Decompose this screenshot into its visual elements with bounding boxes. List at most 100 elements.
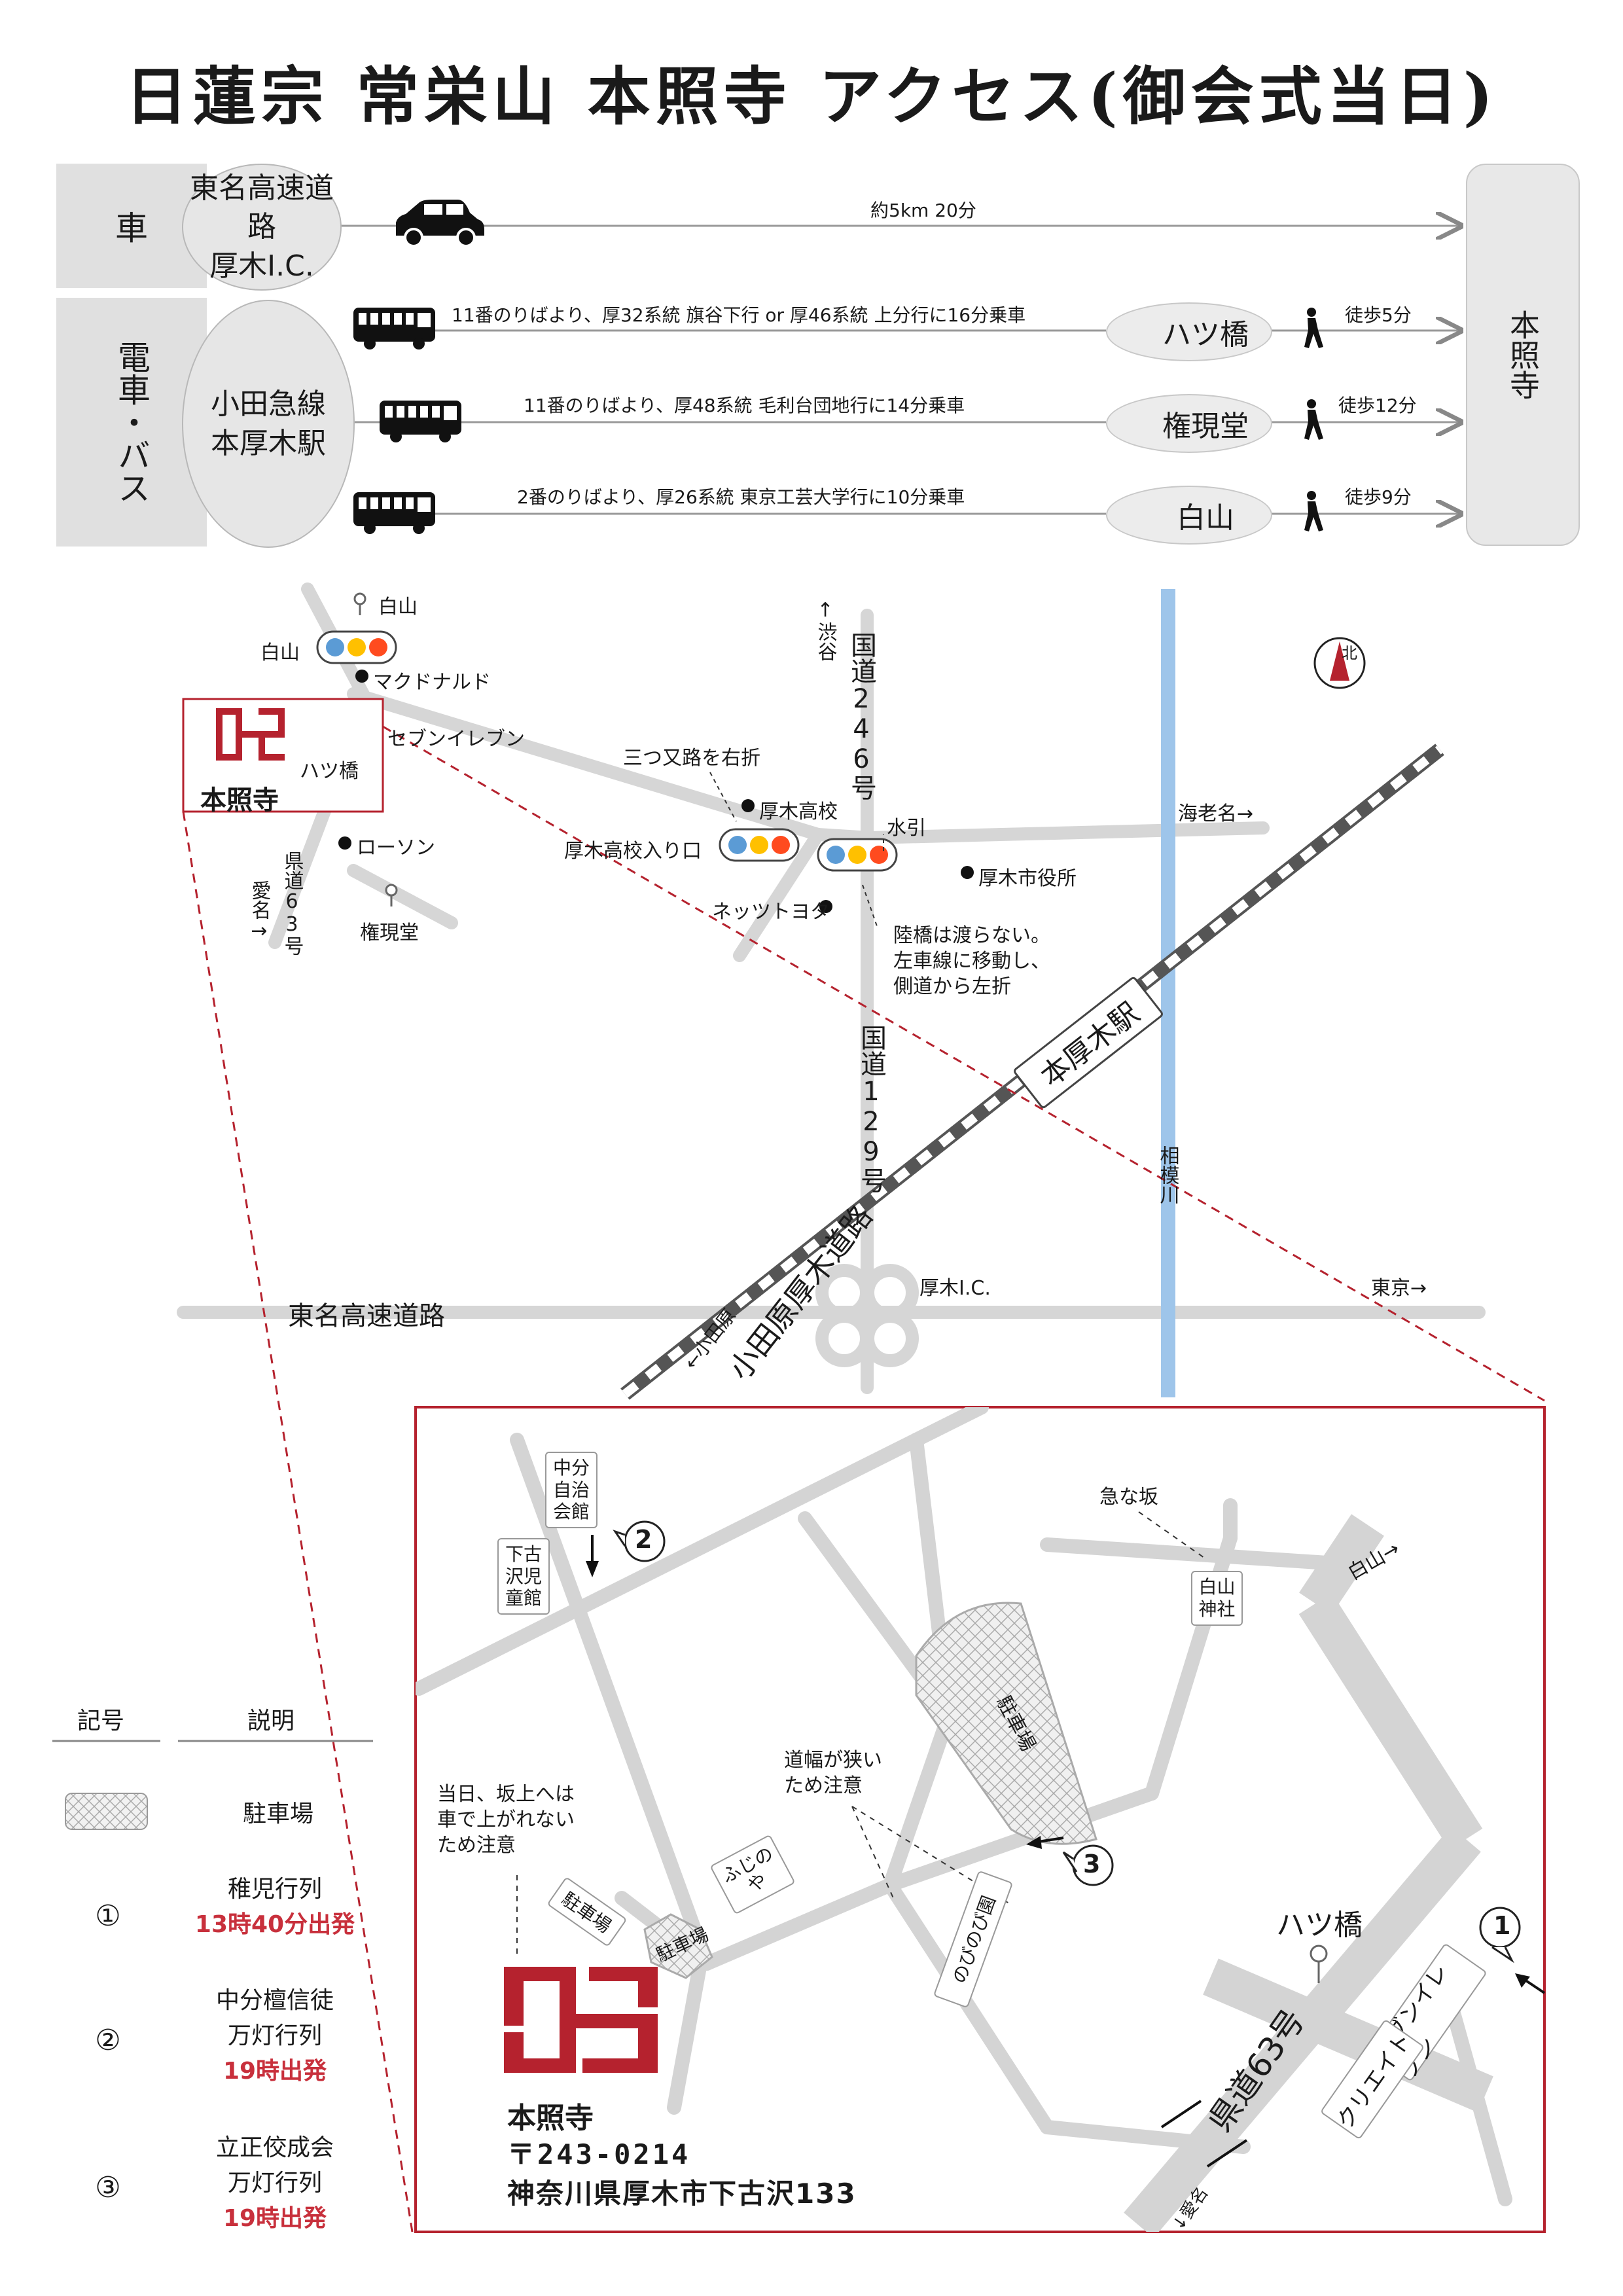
detail-shimofurusawa: 下古沢児童館 bbox=[497, 1538, 550, 1615]
map-hakusan-signal: 白山 bbox=[260, 641, 300, 664]
bus-stop-hatsubashi: ハツ橋 bbox=[1106, 302, 1272, 361]
car-origin: 東名高速道路厚木I.C. bbox=[182, 164, 342, 291]
map-mitsumata: 三つ又路を右折 bbox=[623, 747, 760, 770]
manji-small-icon bbox=[216, 708, 285, 761]
detail-temple-name: 本照寺 bbox=[507, 2102, 594, 2135]
map-ebina: 海老名→ bbox=[1178, 802, 1254, 825]
legend-procession-2: 中分檀信徒 万灯行列 19時出発 bbox=[177, 1983, 373, 2089]
bus-icon-2 bbox=[380, 401, 461, 442]
legend-parking-swatch bbox=[65, 1793, 148, 1830]
north-icon bbox=[1313, 637, 1366, 689]
car-origin-line2: 厚木I.C. bbox=[209, 249, 314, 283]
map-temple-label: 本照寺 bbox=[200, 785, 279, 816]
walk-2-label: 徒歩12分 bbox=[1338, 395, 1417, 416]
page-title: 日蓮宗 常栄山 本照寺 アクセス(御会式当日) bbox=[124, 60, 1499, 134]
bus-route-3-label: 2番のりばより、厚26系統 東京工芸大学行に10分乗車 bbox=[517, 486, 965, 508]
detail-parking-big bbox=[915, 1602, 1097, 1845]
manji-large-icon bbox=[504, 1967, 658, 2073]
legend-procession-1: 稚児行列 13時40分出発 bbox=[177, 1872, 373, 1943]
legend-p2-name: 中分檀信徒 bbox=[215, 1987, 334, 2014]
detail-parking-small2 bbox=[643, 1913, 713, 1979]
callout-2 bbox=[586, 1520, 666, 1577]
detail-hatsubashi: ハツ橋 bbox=[1276, 1909, 1363, 1942]
walk-1-label: 徒歩5分 bbox=[1345, 304, 1412, 326]
car-route-label: 約5km 20分 bbox=[870, 200, 976, 221]
map-rikkyo-note: 陸橋は渡らない。 左車線に移動し、 側道から左折 bbox=[893, 923, 1050, 999]
train-origin-line2: 本厚木駅 bbox=[211, 426, 326, 460]
bus-stop-hakusan: 白山 bbox=[1106, 486, 1272, 545]
signal-hakusan bbox=[316, 630, 397, 664]
car-icon bbox=[396, 200, 484, 247]
legend-p2-time: 19時出発 bbox=[223, 2058, 327, 2085]
callout-2-label: 2 bbox=[635, 1525, 652, 1554]
narrow-note-2: ため注意 bbox=[784, 1774, 863, 1797]
map-atsugi-hs-entrance: 厚木高校入り口 bbox=[564, 840, 702, 863]
map-tomei: 東名高速道路 bbox=[288, 1301, 445, 1331]
walker-icon-2 bbox=[1304, 399, 1323, 440]
destination-box: 本照寺 bbox=[1466, 164, 1580, 546]
detail-address: 神奈川県厚木市下古沢133 bbox=[507, 2178, 857, 2210]
bus-stop-2-name: 権現堂 bbox=[1162, 410, 1249, 443]
detail-narrow-note: 道幅が狭い ため注意 bbox=[784, 1748, 882, 1799]
detail-hakusan-shrine: 白山神社 bbox=[1191, 1571, 1243, 1626]
map-atsugi-ic: 厚木I.C. bbox=[919, 1277, 991, 1300]
map-sagami-river: 相模川 bbox=[1156, 1145, 1179, 1204]
legend-header-symbol: 記号 bbox=[77, 1708, 125, 1734]
legend-p1-time: 13時40分出発 bbox=[194, 1911, 355, 1938]
rikkyo-note-2: 左車線に移動し、 bbox=[893, 950, 1050, 973]
detail-main-road bbox=[1124, 1514, 1493, 2232]
atsugi-interchange bbox=[815, 1264, 919, 1367]
detail-steep-slope: 急な坂 bbox=[1099, 1486, 1158, 1509]
detail-postal: 〒243-0214 bbox=[507, 2138, 691, 2170]
legend-header-desc: 説明 bbox=[247, 1708, 295, 1734]
map-shibuya: ↑渋谷 bbox=[813, 599, 837, 661]
rikkyo-note-1: 陸橋は渡らない。 bbox=[893, 924, 1050, 947]
detail-caution-note: 当日、坂上へは 車で上がれない ため注意 bbox=[437, 1782, 575, 1858]
signal-atsugi-hs bbox=[719, 828, 800, 862]
walker-icon-1 bbox=[1304, 308, 1323, 348]
bus-route-1-label: 11番のりばより、厚32系統 旗谷下行 or 厚46系統 上分行に16分乗車 bbox=[452, 304, 1026, 326]
bus-stop-3-name: 白山 bbox=[1177, 501, 1234, 535]
legend-procession-3: 立正佼成会 万灯行列 19時出発 bbox=[177, 2130, 373, 2236]
train-origin-line1: 小田急線 bbox=[211, 387, 326, 422]
map-mizuhiki: 水引 bbox=[887, 817, 926, 840]
legend-p3-name: 立正佼成会 bbox=[215, 2134, 334, 2161]
bus-icon-1 bbox=[353, 308, 435, 350]
bus-stop-1-name: ハツ橋 bbox=[1162, 318, 1249, 351]
legend-p2-sub: 万灯行列 bbox=[227, 2022, 322, 2049]
car-mode-label: 車 bbox=[56, 164, 207, 288]
callout-3 bbox=[1026, 1836, 1114, 1886]
callout-3-label: 3 bbox=[1083, 1850, 1101, 1878]
map-netz: ネッツトヨタ bbox=[712, 901, 830, 924]
narrow-note-1: 道幅が狭い bbox=[784, 1749, 882, 1772]
map-bus-stop-hakusan bbox=[353, 592, 366, 615]
callout-1 bbox=[1479, 1907, 1546, 1994]
legend-graphics bbox=[52, 1740, 373, 1830]
map-to-aina: 愛名→ bbox=[247, 880, 271, 942]
map-pref-road: 県道63号 bbox=[280, 851, 304, 956]
detail-nakabun-hall: 中分自治会館 bbox=[545, 1452, 597, 1528]
train-origin: 小田急線本厚木駅 bbox=[182, 300, 355, 548]
train-mode-box: 電車・バス bbox=[56, 298, 207, 547]
legend-parking: 駐車場 bbox=[242, 1801, 313, 1827]
destination-label: 本照寺 bbox=[1505, 310, 1541, 400]
map-atsugi-hs: 厚木高校 bbox=[759, 800, 838, 823]
legend-p3-sub: 万灯行列 bbox=[227, 2170, 322, 2197]
legend-num-3: ③ bbox=[95, 2171, 121, 2204]
map-lawson: ローソン bbox=[357, 836, 435, 859]
walk-3-label: 徒歩9分 bbox=[1345, 486, 1412, 508]
map-tokyo: 東京→ bbox=[1371, 1277, 1427, 1300]
map-hakusan-stop: 白山 bbox=[378, 596, 418, 619]
map-seven: セブンイレブン bbox=[387, 728, 525, 751]
zoom-lines bbox=[182, 725, 1545, 2233]
bus-icon-3 bbox=[353, 492, 435, 534]
map-route246: 国道246号 bbox=[846, 632, 876, 800]
bus-stop-gongendo: 権現堂 bbox=[1106, 394, 1272, 453]
legend-p3-time: 19時出発 bbox=[223, 2205, 327, 2232]
access-arrows bbox=[340, 200, 1623, 534]
callout-1-label: 1 bbox=[1493, 1911, 1511, 1940]
map-hatsubashi: ハツ橋 bbox=[300, 760, 359, 783]
map-city-office: 厚木市役所 bbox=[978, 867, 1077, 890]
caution-note-2: 車で上がれない bbox=[437, 1808, 575, 1831]
